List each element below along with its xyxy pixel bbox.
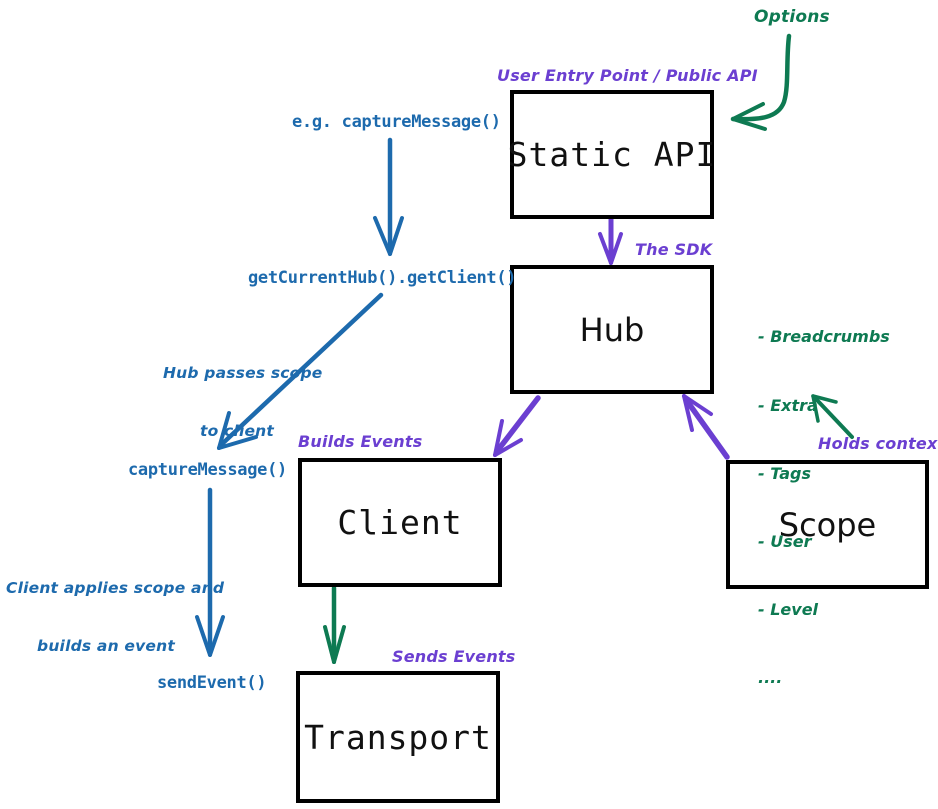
node-client[interactable]: Client xyxy=(298,458,502,587)
annotation-get-current-hub: getCurrentHub().getClient() xyxy=(248,268,517,288)
arrow-static-api-to-hub xyxy=(598,216,623,265)
annotation-user-entry-point: User Entry Point / Public API xyxy=(497,66,758,85)
annotation-client-applies-scope-line1: Client applies scope and xyxy=(6,578,225,597)
scope-context-item-tags: - Tags xyxy=(758,463,811,483)
annotation-client-applies-scope-line2: builds an event xyxy=(37,636,175,655)
node-scope[interactable]: Scope xyxy=(726,460,929,589)
arrow-scope-to-hub xyxy=(682,394,730,460)
node-transport-label: Transport xyxy=(304,717,492,757)
node-hub[interactable]: Hub xyxy=(510,265,714,394)
annotation-the-sdk: The SDK xyxy=(635,240,713,259)
scope-context-item-extra: - Extra xyxy=(758,395,818,415)
node-hub-label: Hub xyxy=(579,310,645,349)
annotation-client-applies-scope: Client applies scope and builds an event xyxy=(6,540,225,695)
node-scope-label: Scope xyxy=(778,505,877,544)
arrow-client-to-transport xyxy=(323,585,346,664)
annotation-capture-message: captureMessage() xyxy=(128,460,287,480)
arrow-static-api-call-down xyxy=(373,137,404,256)
node-static-api[interactable]: Static API xyxy=(507,90,717,219)
annotation-hub-passes-scope: Hub passes scope to client xyxy=(163,325,323,480)
scope-context-list: - Breadcrumbs - Extra - Tags - User - Le… xyxy=(758,281,890,735)
scope-context-item-user: - User xyxy=(758,531,812,551)
node-static-api-label: Static API xyxy=(507,135,717,174)
node-transport[interactable]: Transport xyxy=(296,671,500,803)
annotation-holds-context: Holds context xyxy=(818,434,938,453)
node-client-label: Client xyxy=(337,503,463,542)
annotation-sends-events: Sends Events xyxy=(392,647,516,666)
scope-context-item-ellipsis: .... xyxy=(758,668,783,688)
annotation-send-event: sendEvent() xyxy=(157,673,267,693)
annotation-options: Options xyxy=(754,7,830,27)
scope-context-item-breadcrumbs: - Breadcrumbs xyxy=(758,327,890,347)
annotation-eg-capture-message: e.g. captureMessage() xyxy=(292,112,501,132)
annotation-hub-passes-scope-line2: to client xyxy=(199,421,275,440)
scope-context-item-level: - Level xyxy=(758,600,819,620)
annotation-builds-events: Builds Events xyxy=(298,432,423,451)
annotation-hub-passes-scope-line1: Hub passes scope xyxy=(163,363,323,382)
arrow-hub-to-client xyxy=(493,395,541,457)
